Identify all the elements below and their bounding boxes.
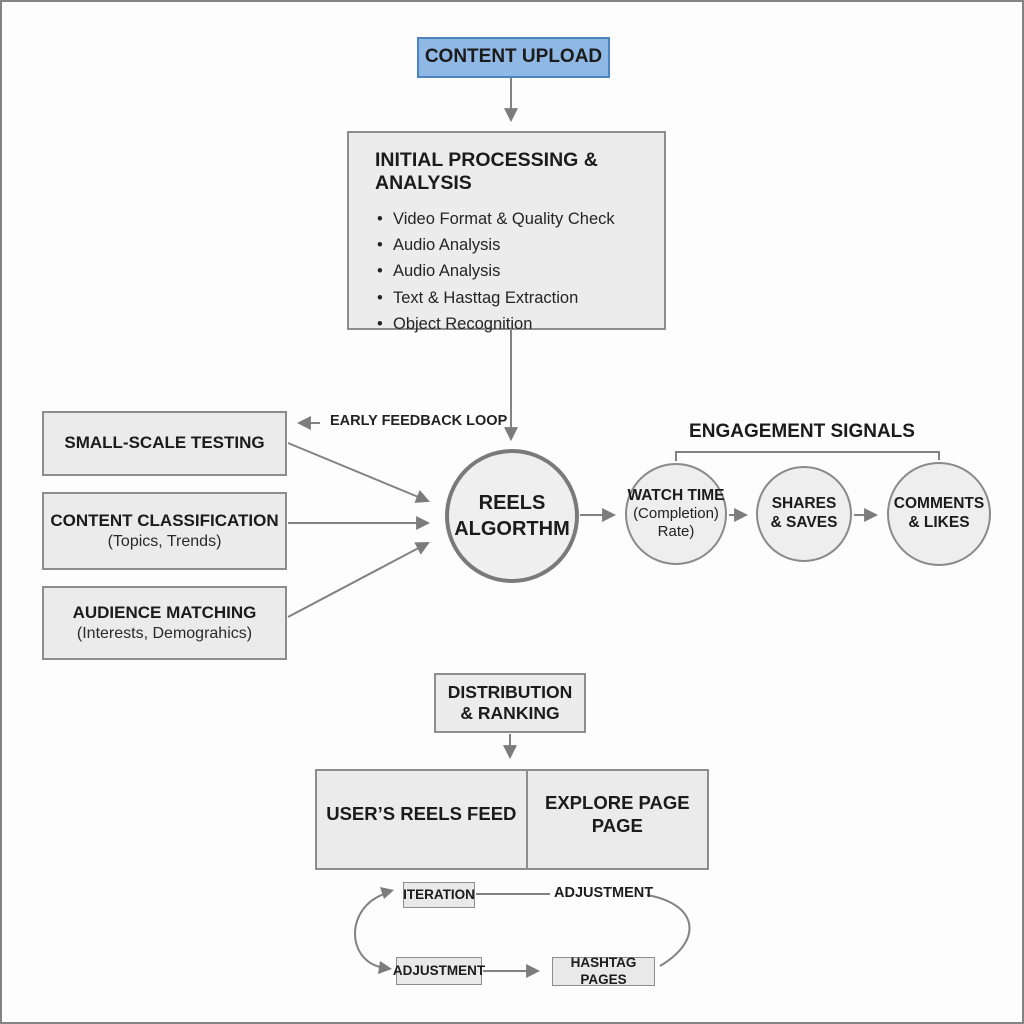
content-upload-label: CONTENT UPLOAD (424, 46, 603, 68)
small-scale-testing-box: SMALL-SCALE TESTING (42, 411, 287, 476)
bullet-item: Video Format & Quality Check (377, 210, 615, 230)
shares-saves-circle: SHARES & SAVES (756, 466, 852, 562)
loop-arrowhead-top (380, 887, 394, 899)
watch-time-title: WATCH TIME (627, 486, 725, 504)
content-upload-box: CONTENT UPLOAD (417, 37, 610, 78)
watch-time-circle: WATCH TIME (Completion) Rate) (625, 463, 727, 565)
audience-matching-title: AUDIENCE MATCHING (72, 603, 257, 623)
arrow-testing-to-algorithm (287, 442, 430, 503)
bracket-engagement-signals (675, 451, 940, 461)
watch-time-subtitle: (Completion) Rate) (633, 505, 719, 541)
early-feedback-loop-label: EARLY FEEDBACK LOOP (330, 413, 508, 429)
distribution-ranking-box: DISTRIBUTION & RANKING (434, 673, 586, 733)
initial-processing-box: INITIAL PROCESSING & ANALYSIS Video Form… (347, 131, 666, 335)
initial-processing-bullet-list: Video Format & Quality Check Audio Analy… (375, 210, 615, 341)
explore-page-cell: EXPLORE PAGE PAGE (525, 771, 707, 868)
iteration-box: ITERATION (403, 882, 475, 908)
bullet-item: Audio Analysis (377, 236, 615, 256)
comments-likes-circle: COMMENTS & LIKES (887, 462, 991, 566)
loop-arrowhead-bottom (378, 961, 392, 974)
initial-processing-title: INITIAL PROCESSING & ANALYSIS (375, 149, 598, 195)
feeds-box: USER’S REELS FEED EXPLORE PAGE PAGE (315, 769, 709, 870)
arrow-audience-to-algorithm (287, 542, 430, 618)
bullet-item: Audio Analysis (377, 262, 615, 282)
comments-likes-label: COMMENTS & LIKES (893, 495, 985, 531)
shares-saves-label: SHARES & SAVES (770, 495, 838, 531)
bullet-item: Text & Hasttag Extraction (377, 289, 615, 309)
users-reels-feed-cell: USER’S REELS FEED (326, 803, 517, 825)
content-classification-subtitle: (Topics, Trends) (107, 532, 222, 550)
curve-adjustment-to-hashtag (646, 894, 691, 967)
audience-matching-box: AUDIENCE MATCHING (Interests, Demograhic… (42, 586, 287, 660)
bullet-item: Object Recognition (377, 315, 615, 335)
small-scale-testing-label: SMALL-SCALE TESTING (64, 433, 265, 453)
engagement-signals-title: ENGAGEMENT SIGNALS (689, 421, 915, 442)
content-classification-title: CONTENT CLASSIFICATION (50, 511, 279, 531)
hashtag-pages-box: HASHTAG PAGES (552, 955, 655, 987)
reels-algorithm-circle: REELS ALGORTHM (445, 449, 579, 583)
adjustment-box: ADJUSTMENT (393, 957, 485, 985)
adjustment-top-label: ADJUSTMENT (554, 885, 654, 901)
curve-feedback-loop (354, 893, 385, 968)
content-classification-box: CONTENT CLASSIFICATION (Topics, Trends) (42, 492, 287, 570)
audience-matching-subtitle: (Interests, Demograhics) (76, 624, 253, 642)
